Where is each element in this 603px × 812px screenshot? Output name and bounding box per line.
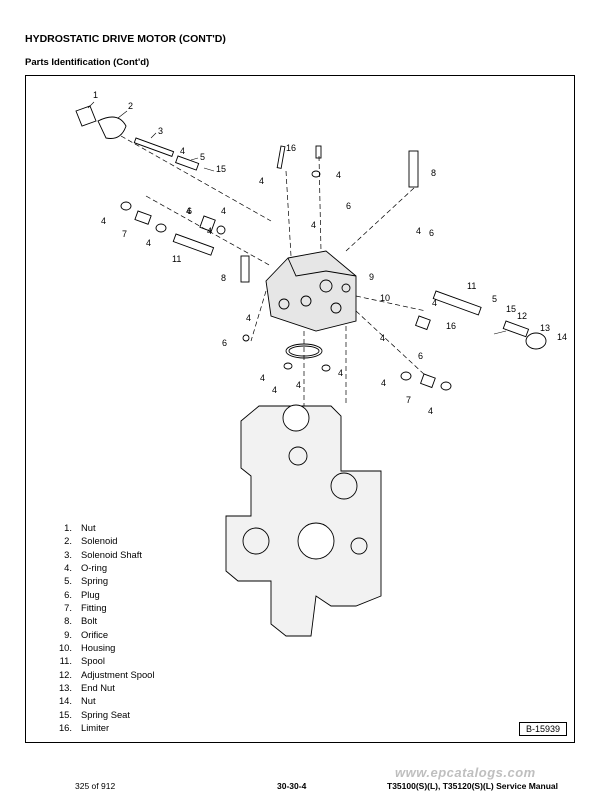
callout-label: 10 bbox=[380, 293, 390, 303]
callout-label: 8 bbox=[431, 168, 436, 178]
legend-item: 11.Spool bbox=[59, 655, 105, 667]
callout-label: 12 bbox=[517, 311, 527, 321]
callout-label: 4 bbox=[380, 333, 385, 343]
callout-labels: 1 2 3 4 5 15 16 4 4 8 6 4 4 7 4 4 11 4 4… bbox=[93, 90, 567, 416]
callout-label: 16 bbox=[286, 143, 296, 153]
legend-item: 7.Fitting bbox=[64, 602, 107, 614]
legend-item: 4.O-ring bbox=[64, 562, 108, 574]
callout-label: 8 bbox=[221, 273, 226, 283]
legend-item: 10.Housing bbox=[58, 642, 116, 654]
callout-label: 4 bbox=[311, 220, 316, 230]
callout-label: 4 bbox=[260, 373, 265, 383]
section-subtitle: Parts Identification (Cont'd) bbox=[25, 57, 150, 68]
legend-item: 13.End Nut bbox=[58, 682, 115, 694]
callout-label: 13 bbox=[540, 323, 550, 333]
callout-label: 4 bbox=[272, 385, 277, 395]
exploded-parts-diagram: 1 2 3 4 5 15 16 4 4 8 6 4 4 7 4 4 11 4 4… bbox=[75, 90, 567, 637]
callout-label: 4 bbox=[180, 146, 185, 156]
callout-label: 5 bbox=[200, 152, 205, 162]
manual-title: T35100(S)(L), T35120(S)(L) Service Manua… bbox=[387, 781, 559, 791]
page-counter: 325 of 912 bbox=[75, 781, 116, 791]
section-number: 30-30-4 bbox=[277, 781, 307, 791]
callout-label: 4 bbox=[207, 226, 212, 236]
callout-label: 3 bbox=[158, 126, 163, 136]
callout-label: 6 bbox=[222, 338, 227, 348]
callout-label: 6 bbox=[187, 206, 192, 216]
figure-reference: B-15939 bbox=[518, 722, 567, 736]
legend-item: 5.Spring bbox=[64, 575, 109, 587]
callout-label: 4 bbox=[101, 216, 106, 226]
legend-item: 6.Plug bbox=[64, 588, 100, 600]
callout-label: 16 bbox=[446, 321, 456, 331]
callout-label: 1 bbox=[93, 90, 98, 100]
callout-label: 15 bbox=[506, 304, 516, 314]
callout-label: 7 bbox=[122, 229, 127, 239]
callout-label: 4 bbox=[338, 368, 343, 378]
callout-label: 7 bbox=[406, 395, 411, 405]
legend-item: 3.Solenoid Shaft bbox=[64, 548, 142, 560]
diagram-frame: 1 2 3 4 5 15 16 4 4 8 6 4 4 7 4 4 11 4 4… bbox=[25, 75, 575, 743]
callout-label: 11 bbox=[467, 281, 476, 291]
callout-label: 4 bbox=[381, 378, 386, 388]
legend-item: 1.Nut bbox=[64, 522, 96, 533]
legend-item: 15.Spring Seat bbox=[58, 708, 130, 720]
callout-label: 6 bbox=[418, 351, 423, 361]
parts-legend: 1.Nut 2.Solenoid 3.Solenoid Shaft 4.O-ri… bbox=[54, 521, 155, 735]
callout-label: 4 bbox=[246, 313, 251, 323]
legend-item: 12.Adjustment Spool bbox=[58, 668, 155, 680]
callout-label: 4 bbox=[416, 226, 421, 236]
section-title: HYDROSTATIC DRIVE MOTOR (CONT'D) bbox=[25, 33, 226, 45]
callout-label: 4 bbox=[221, 206, 226, 216]
callout-label: 4 bbox=[428, 406, 433, 416]
callout-label: 11 bbox=[172, 254, 181, 264]
legend-item: 14.Nut bbox=[58, 695, 96, 707]
callout-label: 4 bbox=[186, 206, 191, 216]
callout-label: 5 bbox=[492, 294, 497, 304]
legend-item: 2.Solenoid bbox=[64, 535, 118, 547]
callout-label: 4 bbox=[146, 238, 151, 248]
callout-label: 4 bbox=[259, 176, 264, 186]
callout-label: 2 bbox=[128, 101, 133, 111]
callout-label: 14 bbox=[557, 332, 567, 342]
callout-label: 4 bbox=[432, 298, 437, 308]
legend-item: 8.Bolt bbox=[64, 615, 98, 627]
callout-label: 6 bbox=[346, 201, 351, 211]
legend-item: 9.Orifice bbox=[64, 628, 109, 640]
callout-label: 6 bbox=[429, 228, 434, 238]
callout-label: 4 bbox=[296, 380, 301, 390]
callout-label: 4 bbox=[336, 170, 341, 180]
watermark: www.epcatalogs.com bbox=[395, 765, 536, 780]
callout-label: 9 bbox=[369, 272, 374, 282]
legend-item: 16.Limiter bbox=[58, 722, 110, 734]
callout-label: 15 bbox=[216, 164, 226, 174]
